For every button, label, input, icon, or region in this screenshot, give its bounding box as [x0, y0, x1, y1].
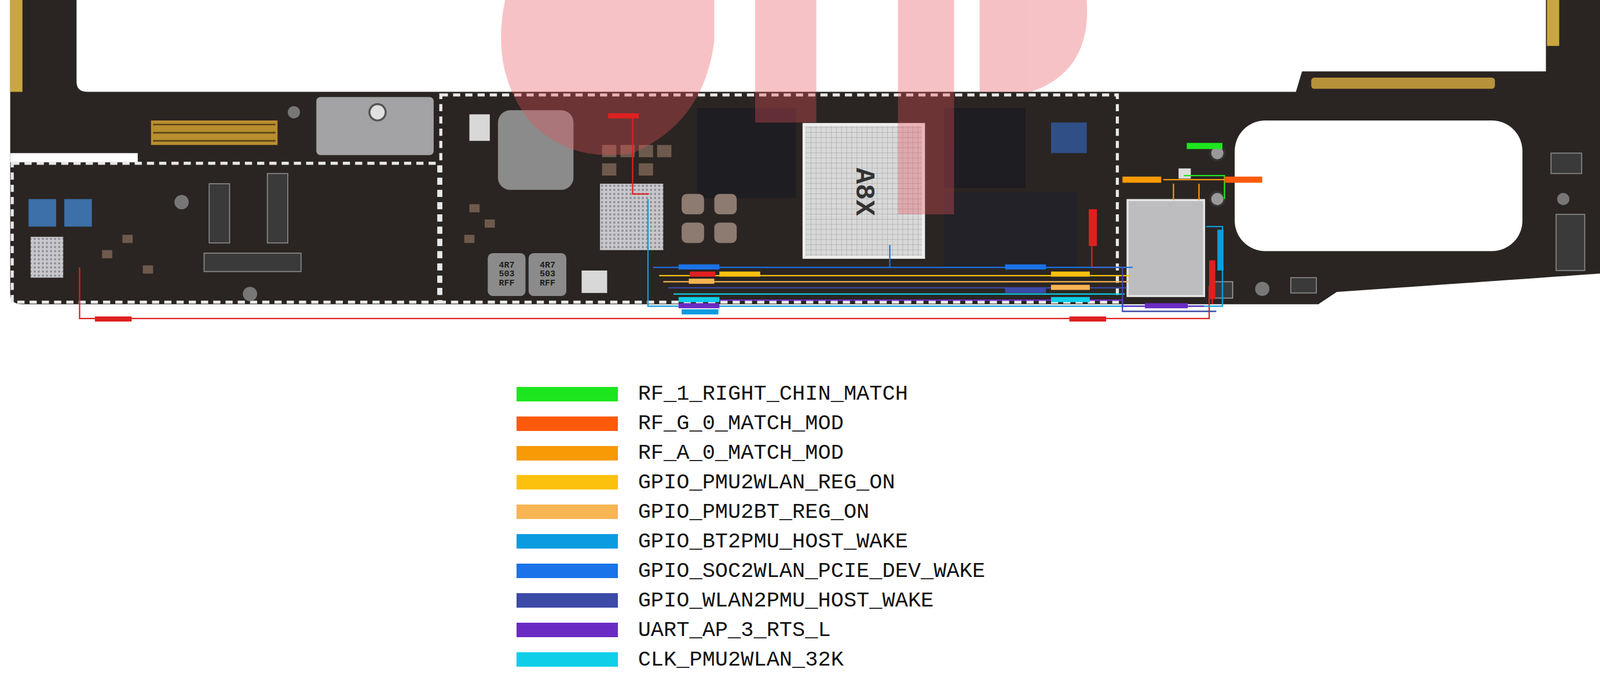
legend-row: CLK_PMU2WLAN_32K: [516, 645, 844, 674]
legend-swatch: [516, 652, 618, 667]
legend-swatch: [516, 386, 618, 402]
inductor: [487, 253, 526, 296]
legend-row: GPIO_SOC2WLAN_PCIE_DEV_WAKE: [516, 557, 986, 585]
legend-label: GPIO_PMU2BT_REG_ON: [638, 499, 870, 525]
legend-row: RF_1_RIGHT_CHIN_MATCH: [516, 379, 908, 408]
legend-label: CLK_PMU2WLAN_32K: [638, 647, 844, 672]
chip-marking: A8X: [839, 177, 888, 206]
legend-row: RF_G_0_MATCH_MOD: [516, 409, 844, 438]
legend-row: GPIO_BT2PMU_HOST_WAKE: [516, 527, 908, 556]
cutout: [1234, 120, 1523, 252]
signal-tag: [94, 113, 1263, 322]
inductor-marking: 4R7 503 RFF: [498, 261, 515, 289]
legend-swatch: [516, 416, 618, 431]
chip: [30, 236, 64, 278]
signal-wire: [79, 114, 1255, 318]
legend-swatch: [516, 445, 618, 461]
gold-strip: [10, 0, 23, 93]
nand-chip: [943, 191, 1077, 269]
legend-row: UART_AP_3_RTS_L: [516, 616, 831, 644]
legend-label: GPIO_SOC2WLAN_PCIE_DEV_WAKE: [638, 558, 986, 584]
legend-row: GPIO_PMU2WLAN_REG_ON: [516, 468, 896, 497]
inductor-marking: 4R7 503 RFF: [498, 261, 515, 289]
legend-swatch: [516, 504, 618, 519]
legend-label: GPIO_PMU2WLAN_REG_ON: [638, 470, 896, 495]
chip-marking: A8X: [849, 167, 878, 216]
metal-bracket: [316, 96, 434, 155]
legend-row: RF_A_0_MATCH_MOD: [516, 438, 844, 467]
gold-bar: [1311, 77, 1495, 89]
legend-label: RF_A_0_MATCH_MOD: [638, 440, 844, 466]
inductor-marking: 4R7 503 RFF: [539, 261, 556, 289]
legend-swatch: [516, 563, 618, 578]
legend-label: GPIO_WLAN2PMU_HOST_WAKE: [638, 588, 935, 613]
inductor-marking: 4R7 503 RFF: [539, 261, 556, 289]
chip: [28, 199, 57, 227]
legend-swatch: [516, 533, 618, 549]
watermark: [500, 0, 1087, 215]
legend-label: GPIO_BT2PMU_HOST_WAKE: [638, 529, 908, 554]
legend-row: GPIO_WLAN2PMU_HOST_WAKE: [516, 586, 935, 615]
legend-swatch: [516, 622, 618, 637]
chip: [1051, 122, 1087, 153]
connector: [151, 120, 278, 145]
legend-row: GPIO_PMU2BT_REG_ON: [516, 498, 870, 526]
board: [10, 0, 1600, 305]
chip: [64, 199, 93, 227]
legend-label: RF_G_0_MATCH_MOD: [638, 411, 844, 436]
inductor: [528, 253, 567, 296]
chip: [943, 108, 1026, 188]
gold-strip: [1546, 0, 1559, 46]
legend-label: RF_1_RIGHT_CHIN_MATCH: [638, 381, 908, 406]
legend-swatch: [516, 592, 618, 608]
legend-label: UART_AP_3_RTS_L: [638, 617, 831, 643]
shield-fence: [12, 163, 439, 303]
wifi-module: [1127, 199, 1204, 296]
legend-swatch: [516, 474, 618, 490]
board-gap: [10, 152, 138, 163]
chip: [599, 183, 664, 251]
